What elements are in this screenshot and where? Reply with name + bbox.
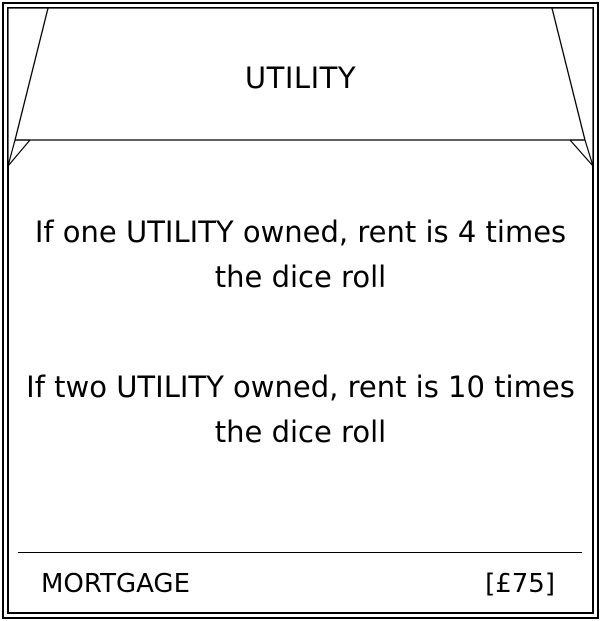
rent-rule-one-line1: If one UTILITY owned, rent is 4 times xyxy=(34,215,567,249)
mortgage-label: MORTGAGE xyxy=(41,569,191,599)
rent-rule-two-line1: If two UTILITY owned, rent is 10 times xyxy=(26,370,575,404)
card-title: UTILITY xyxy=(244,61,357,95)
rent-rule-one: If one UTILITY owned, rent is 4 times th… xyxy=(0,210,601,300)
rent-rule-one-line2: the dice roll xyxy=(214,260,387,294)
rent-rule-two-line2: the dice roll xyxy=(214,415,387,449)
footer-divider xyxy=(18,552,582,553)
rent-rule-two: If two UTILITY owned, rent is 10 times t… xyxy=(0,365,601,455)
mortgage-value: [£75] xyxy=(485,569,555,599)
